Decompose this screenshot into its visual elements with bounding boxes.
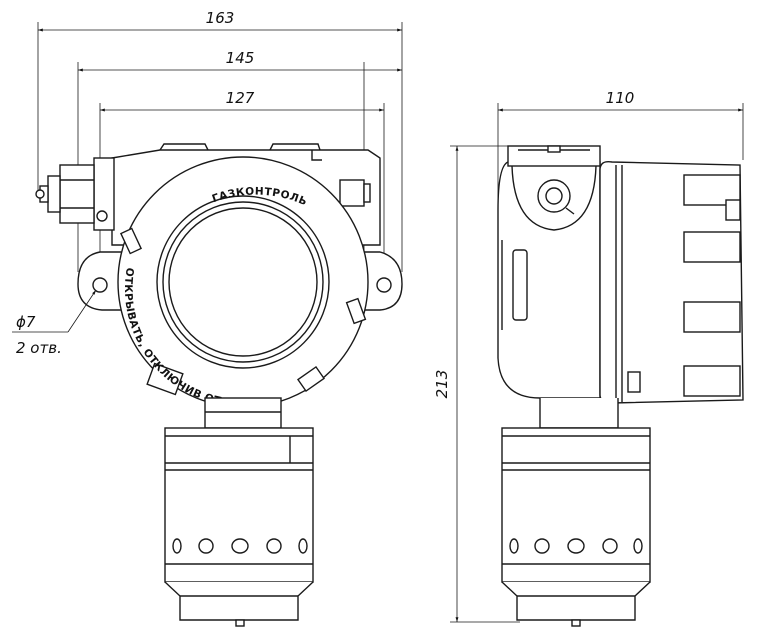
- side-housing-body: [497, 161, 601, 399]
- front-sensor-head: [164, 427, 314, 627]
- dim-overall-width: 163: [206, 9, 235, 27]
- display-window: [168, 207, 318, 357]
- dim-bracket-width: 145: [226, 49, 255, 67]
- side-neck: [539, 398, 619, 429]
- front-neck: [204, 397, 282, 429]
- side-connector: [537, 179, 571, 213]
- right-plug: [339, 179, 371, 207]
- housing-lobes: [119, 227, 367, 396]
- side-fins: [683, 174, 741, 397]
- dim-hole-spacing: 127: [226, 89, 255, 107]
- cable-gland: [35, 157, 115, 231]
- side-view: 110 213: [433, 89, 744, 627]
- hole-diameter-label: ϕ7: [16, 313, 36, 331]
- side-sensor-head: [501, 427, 651, 627]
- dim-side-depth: 110: [606, 89, 635, 107]
- dim-total-height: 213: [433, 370, 451, 399]
- front-view: ГАЗКОНТРОЛЬ ОТКРЫВАТЬ, ОТКЛЮЧИВ ОТ СЕТИ: [12, 9, 403, 627]
- mounting-hole-left: [92, 277, 108, 293]
- hole-count-label: 2 отв.: [16, 339, 62, 357]
- mounting-hole-right: [376, 277, 392, 293]
